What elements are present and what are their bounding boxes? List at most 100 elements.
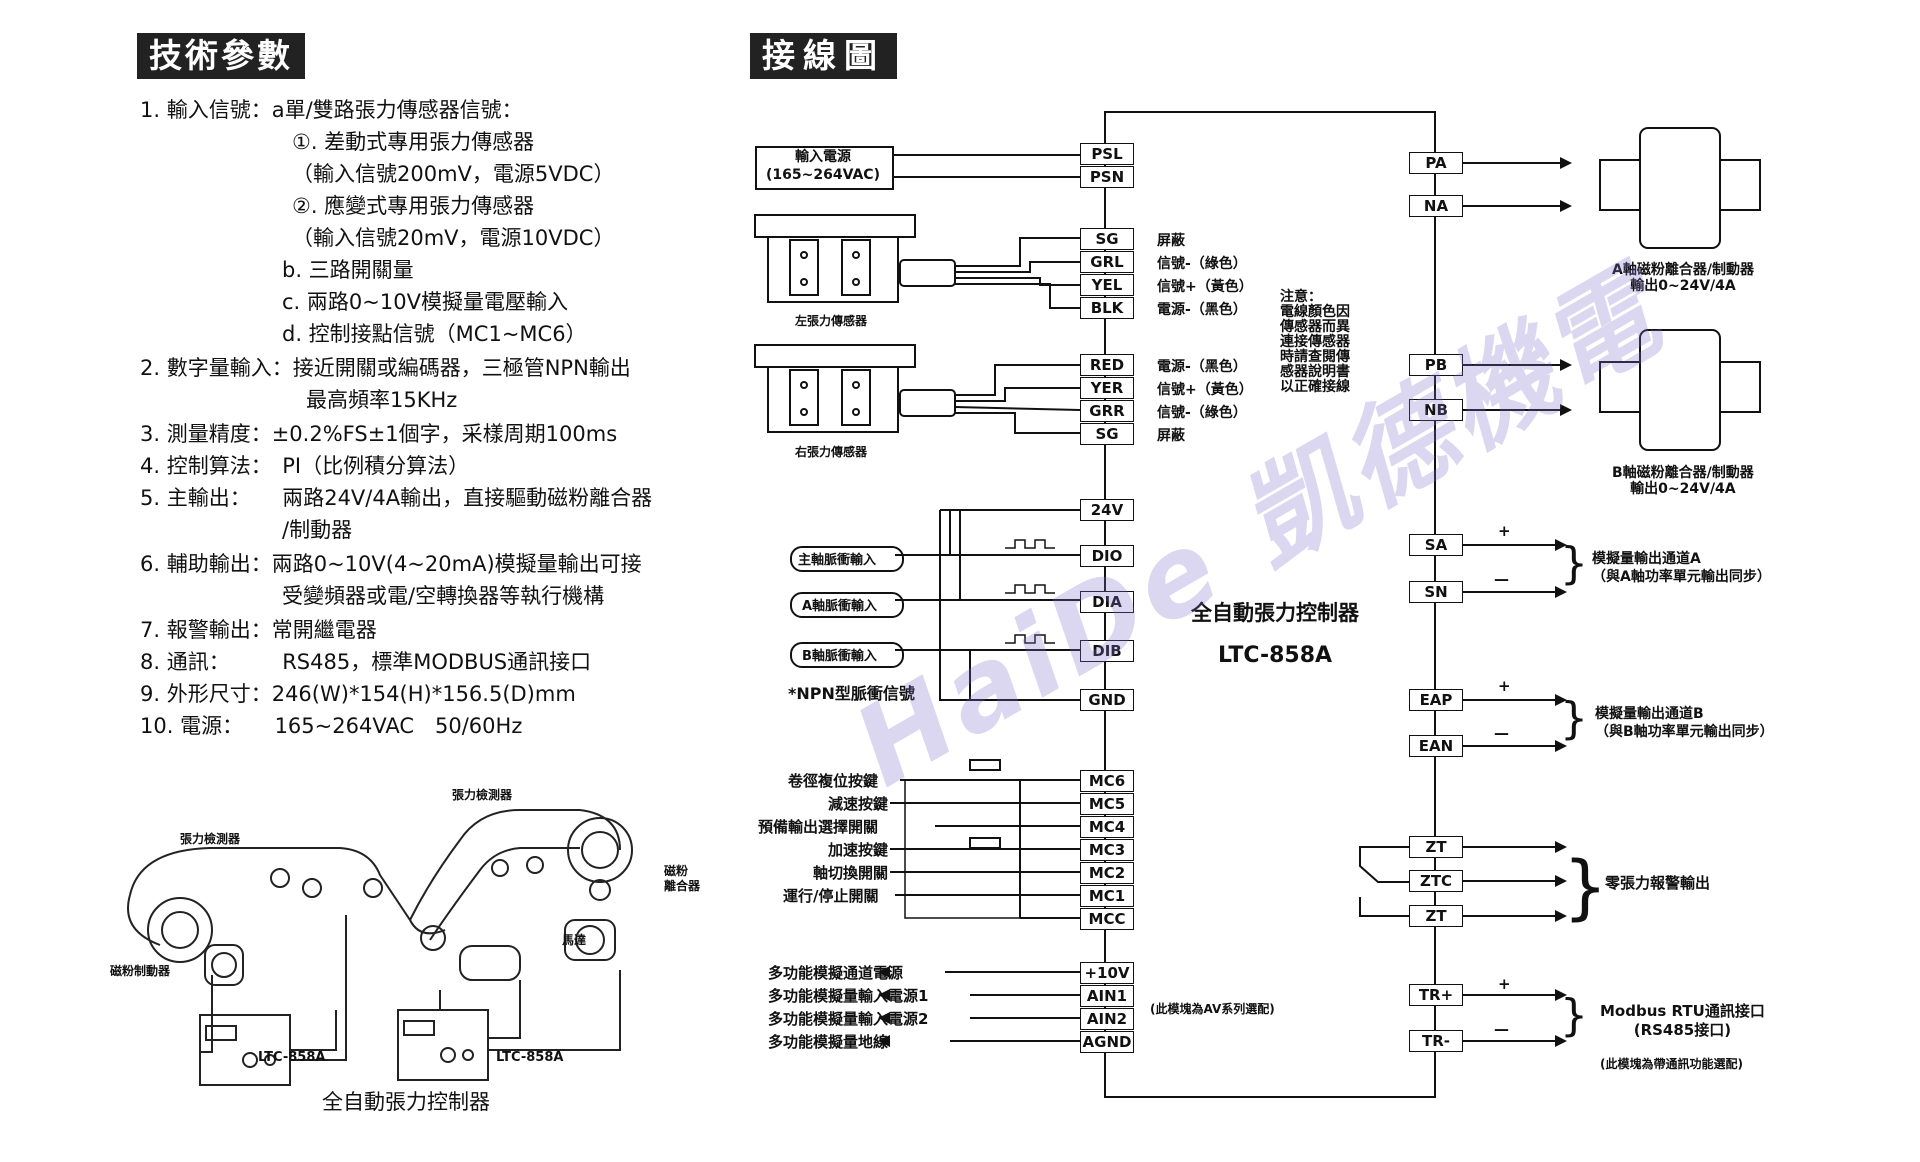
- terminal-ean: EAN: [1409, 735, 1463, 757]
- terminal-gnd: GND: [1080, 689, 1134, 711]
- plus-sign: +: [1498, 522, 1511, 540]
- terminal-sg-top: SG: [1080, 228, 1134, 250]
- illus-clutch-label: 磁粉 離合器: [664, 864, 701, 893]
- terminal-tr-plus: TR+: [1409, 984, 1463, 1006]
- spec-line: /制動器: [282, 518, 353, 542]
- terminal-grl: GRL: [1080, 251, 1134, 273]
- right-sensor-label: 右張力傳感器: [795, 445, 868, 459]
- wiring-note: 注意： 電線顏色因 傳感器而異 連接傳感器 時請查閱傳 感器說明書 以正確接線: [1280, 289, 1350, 395]
- pulse-input-main-label: 主軸脈衝輸入: [798, 553, 877, 568]
- wire-label: 信號+（黃色）: [1157, 382, 1253, 398]
- npn-note: *NPN型脈衝信號: [788, 684, 915, 703]
- terminal-mcc: MCC: [1080, 908, 1134, 930]
- analog-label: 多功能模擬通道電源: [768, 964, 904, 982]
- controller-model: LTC-858A: [1217, 643, 1333, 668]
- switch-label: 預備輸出選擇開關: [758, 818, 879, 836]
- spec-line: （輸入信號200mV，電源5VDC）: [292, 162, 615, 186]
- analog-b-label: 模擬量輸出通道B （與B軸功率單元輸出同步）: [1595, 706, 1774, 740]
- power-input-label: 輸入電源 (165~264VAC): [766, 149, 880, 183]
- terminal-sn: SN: [1409, 581, 1463, 603]
- terminal-agnd: AGND: [1080, 1031, 1134, 1053]
- terminal-dio: DIO: [1080, 545, 1134, 567]
- terminal-tr-minus: TR-: [1409, 1030, 1463, 1052]
- spec-line: ①. 差動式專用張力傳感器: [292, 130, 535, 154]
- controller-name: 全自動張力控制器: [1191, 601, 1359, 625]
- spec-line: 4. 控制算法： PI（比例積分算法）: [140, 454, 470, 478]
- pulse-input-a-label: A軸脈衝輸入: [802, 599, 878, 614]
- spec-line: 1. 輸入信號：a單/雙路張力傳感器信號：: [140, 98, 523, 122]
- terminal-grr: GRR: [1080, 400, 1134, 422]
- power-input-box: [755, 146, 894, 190]
- av-note: (此模塊為AV系列選配): [1150, 1002, 1275, 1016]
- terminal-blk: BLK: [1080, 297, 1134, 319]
- brace-modbus: }: [1560, 990, 1588, 1041]
- terminal-pa: PA: [1409, 152, 1463, 174]
- switch-label: 卷徑複位按鍵: [788, 772, 879, 790]
- switch-label: 加速按鍵: [828, 841, 889, 859]
- analog-label: 多功能模擬量輸入電源1: [768, 987, 929, 1005]
- zero-alarm-label: 零張力報警輸出: [1605, 874, 1711, 892]
- terminal-red: RED: [1080, 354, 1134, 376]
- spec-line: 10. 電源： 165~264VAC 50/60Hz: [140, 714, 523, 738]
- terminal-na: NA: [1409, 195, 1463, 217]
- wire-label: 電源-（黑色）: [1157, 359, 1247, 375]
- spec-line: 5. 主輸出： 兩路24V/4A輸出，直接驅動磁粉離合器: [140, 486, 653, 510]
- wiring-header: 接線圖: [750, 33, 897, 79]
- terminal-24v: 24V: [1080, 499, 1134, 521]
- clutch-b-label: B軸磁粉離合器/制動器 輸出0~24V/4A: [1612, 465, 1754, 497]
- minus-sign: —: [1494, 724, 1509, 742]
- terminal-dia: DIA: [1080, 591, 1134, 613]
- terminal-sg-bottom: SG: [1080, 423, 1134, 445]
- terminal-ain1: AIN1: [1080, 985, 1134, 1007]
- terminal-yer: YER: [1080, 377, 1134, 399]
- pulse-input-b: [790, 642, 904, 668]
- illus-sensor-label-1: 張力檢測器: [180, 832, 241, 846]
- terminal-mc1: MC1: [1080, 885, 1134, 907]
- analog-label: 多功能模擬量地線: [768, 1033, 889, 1051]
- minus-sign: —: [1494, 570, 1509, 588]
- illus-controller-2: LTC-858A: [496, 1050, 564, 1065]
- illus-motor-label: 馬達: [562, 933, 587, 947]
- terminal-pb: PB: [1409, 354, 1463, 376]
- pulse-input-a: [790, 592, 904, 618]
- terminal-eap: EAP: [1409, 689, 1463, 711]
- spec-line: 受變頻器或電/空轉換器等執行機構: [282, 584, 605, 608]
- terminal-zt-2: ZT: [1409, 905, 1463, 927]
- switch-label: 軸切換開關: [813, 864, 889, 882]
- machine-illustration: [127, 809, 633, 1086]
- modbus-label: Modbus RTU通訊接口 (RS485接口): [1600, 1002, 1765, 1039]
- brace-alarm: }: [1563, 846, 1608, 928]
- illus-controller-1: LTC-858A: [258, 1050, 326, 1065]
- analog-label: 多功能模擬量輸入電源2: [768, 1010, 929, 1028]
- spec-line: 6. 輔助輸出：兩路0~10V(4~20mA)模擬量輸出可接: [140, 552, 642, 576]
- terminal-mc4: MC4: [1080, 816, 1134, 838]
- terminal-mc5: MC5: [1080, 793, 1134, 815]
- spec-header: 技術參數: [137, 33, 305, 79]
- terminal-yel: YEL: [1080, 274, 1134, 296]
- spec-line: 3. 測量精度：±0.2%FS±1個字，采樣周期100ms: [140, 422, 618, 446]
- brace-analog-b: }: [1560, 693, 1588, 744]
- illus-brake-label: 磁粉制動器: [110, 964, 171, 978]
- terminal-mc6: MC6: [1080, 770, 1134, 792]
- spec-line: 2. 數字量輸入：接近開關或編碼器，三極管NPN輸出: [140, 356, 631, 380]
- brace-analog-a: }: [1560, 538, 1588, 589]
- spec-line: ②. 應變式專用張力傳感器: [292, 194, 535, 218]
- spec-line: 8. 通訊： RS485，標準MODBUS通訊接口: [140, 650, 592, 674]
- terminal-zt-1: ZT: [1409, 836, 1463, 858]
- terminal-nb: NB: [1409, 399, 1463, 421]
- plus-sign: +: [1498, 975, 1511, 993]
- wire-label: 屏蔽: [1157, 233, 1185, 249]
- terminal-psn: PSN: [1080, 166, 1134, 188]
- terminal-mc2: MC2: [1080, 862, 1134, 884]
- spec-line: 最高頻率15KHz: [306, 388, 458, 412]
- wire-label: 信號+（黃色）: [1157, 279, 1253, 295]
- wire-label: 信號-（綠色）: [1157, 256, 1247, 272]
- wire-label: 信號-（綠色）: [1157, 405, 1247, 421]
- terminal-ain2: AIN2: [1080, 1008, 1134, 1030]
- terminal-mc3: MC3: [1080, 839, 1134, 861]
- spec-line: b. 三路開關量: [282, 258, 414, 282]
- illus-sensor-label-2: 張力檢測器: [452, 788, 513, 802]
- terminal-ztc: ZTC: [1409, 870, 1463, 892]
- spec-line: （輸入信號20mV，電源10VDC）: [292, 226, 615, 250]
- clutch-a-label: A軸磁粉離合器/制動器 輸出0~24V/4A: [1612, 262, 1754, 294]
